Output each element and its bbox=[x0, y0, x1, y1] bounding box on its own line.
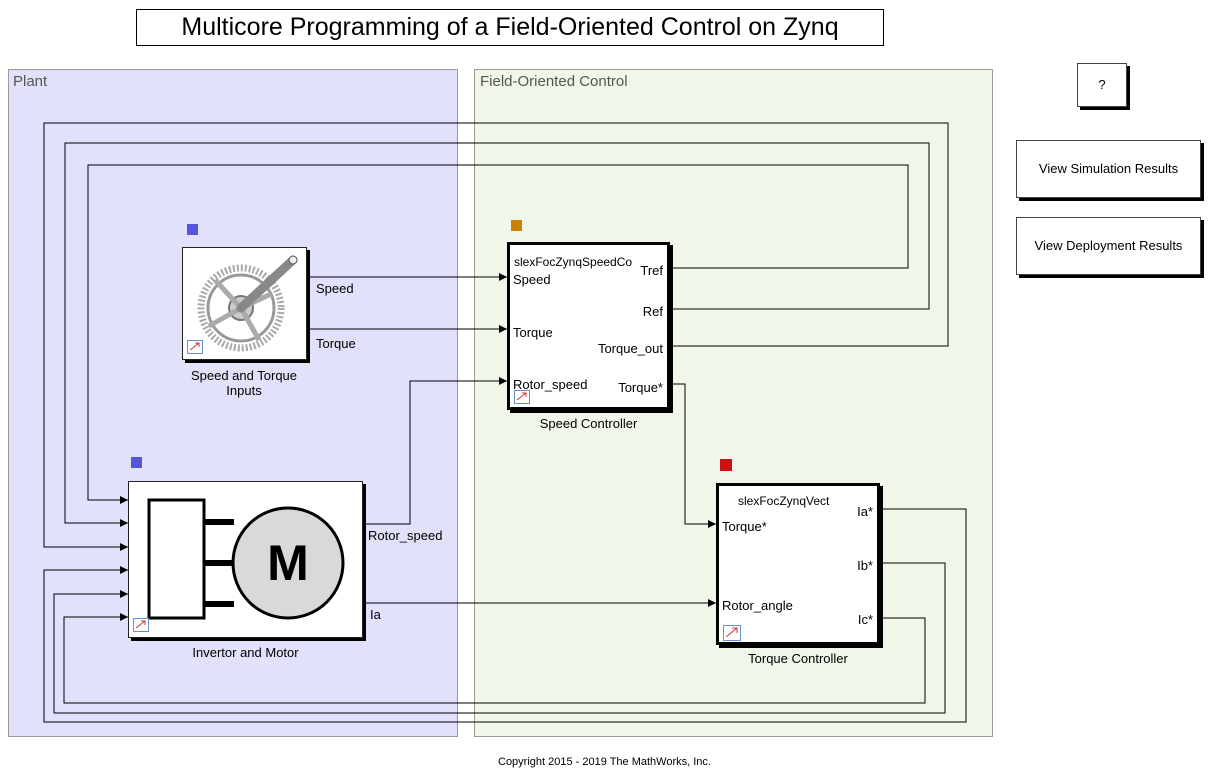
subsystem-badge-icon bbox=[131, 457, 142, 468]
link-icon bbox=[133, 618, 149, 632]
rotor-speed-in-port: Rotor_speed bbox=[513, 377, 588, 392]
link-icon bbox=[187, 340, 203, 354]
torque-out-port: Torque_out bbox=[597, 341, 663, 356]
motor-icon bbox=[147, 498, 345, 620]
ib-star-out-port: Ib* bbox=[857, 558, 873, 573]
rotor-speed-signal-label: Rotor_speed bbox=[368, 528, 443, 543]
link-icon bbox=[514, 390, 530, 404]
speed-torque-inputs-caption: Speed and Torque Inputs bbox=[190, 368, 298, 398]
crankset-icon bbox=[197, 255, 298, 352]
speed-torque-inputs-block[interactable] bbox=[182, 247, 307, 360]
copyright-footer: Copyright 2015 - 2019 The MathWorks, Inc… bbox=[498, 756, 711, 768]
torque-signal-label: Torque bbox=[316, 336, 356, 351]
invertor-motor-block[interactable]: M bbox=[128, 481, 363, 638]
speed-controller-block[interactable]: slexFocZynqSpeedCo Speed Torque Rotor_sp… bbox=[507, 242, 670, 410]
torque-controller-name: slexFocZynqVect bbox=[738, 494, 830, 508]
view-simulation-results-button[interactable]: View Simulation Results bbox=[1016, 140, 1201, 198]
motor-letter: M bbox=[267, 535, 309, 591]
torque-star-out-port: Torque* bbox=[618, 380, 663, 395]
task-badge-icon bbox=[511, 220, 522, 231]
ia-signal-label: Ia bbox=[370, 607, 381, 622]
speed-in-port: Speed bbox=[513, 272, 551, 287]
torque-controller-block[interactable]: slexFocZynqVect Torque* Rotor_angle Ia* … bbox=[716, 483, 880, 645]
ic-star-out-port: Ic* bbox=[857, 612, 873, 627]
speed-controller-caption: Speed Controller bbox=[539, 416, 638, 431]
help-button[interactable]: ? bbox=[1077, 63, 1127, 107]
ref-out-port: Ref bbox=[642, 304, 663, 319]
speed-signal-label: Speed bbox=[316, 281, 354, 296]
view-deployment-results-button[interactable]: View Deployment Results bbox=[1016, 217, 1201, 275]
invertor-motor-caption: Invertor and Motor bbox=[192, 645, 299, 660]
plant-area-label: Plant bbox=[13, 73, 48, 90]
rotor-angle-in-port: Rotor_angle bbox=[722, 598, 793, 613]
torque-star-in-port: Torque* bbox=[722, 519, 767, 534]
foc-area-label: Field-Oriented Control bbox=[480, 73, 628, 90]
speed-controller-name: slexFocZynqSpeedCo bbox=[514, 255, 633, 269]
ia-star-out-port: Ia* bbox=[857, 504, 873, 519]
tref-out-port: Tref bbox=[640, 263, 663, 278]
torque-controller-caption: Torque Controller bbox=[748, 651, 848, 666]
torque-in-port: Torque bbox=[513, 325, 553, 340]
task-badge-icon bbox=[720, 459, 732, 471]
diagram-title: Multicore Programming of a Field-Oriente… bbox=[136, 9, 884, 46]
link-icon bbox=[723, 625, 741, 641]
subsystem-badge-icon bbox=[187, 224, 198, 235]
